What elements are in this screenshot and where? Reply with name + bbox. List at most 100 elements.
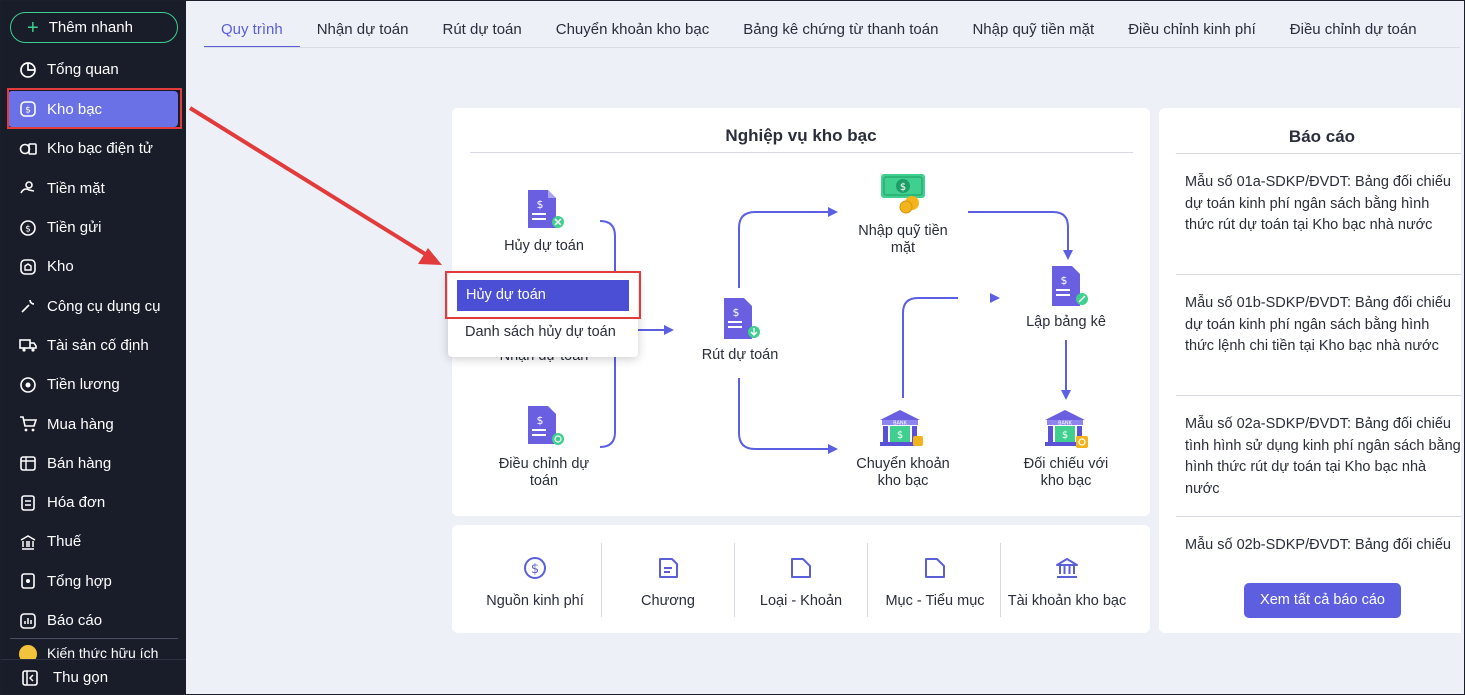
tab-cash-deposit[interactable]: Nhập quỹ tiền mặt bbox=[972, 21, 1095, 38]
sidebar-item-label: Tài sản cố định bbox=[47, 336, 149, 354]
report-item[interactable]: Mẫu số 01b-SDKP/ĐVDT: Bảng đối chiếu dự … bbox=[1185, 295, 1451, 354]
sidebar-item-warehouse[interactable]: Kho bbox=[0, 247, 186, 286]
sidebar-item-cash[interactable]: Tiền mặt bbox=[0, 169, 186, 208]
svg-text:BANK: BANK bbox=[1058, 421, 1073, 427]
svg-text:$: $ bbox=[900, 182, 906, 193]
folder-icon bbox=[791, 558, 811, 578]
tab-payment-voucher-list[interactable]: Bảng kê chứng từ thanh toán bbox=[743, 21, 939, 38]
sidebar-item-fixed-assets[interactable]: Tài sản cố định bbox=[0, 326, 186, 365]
see-all-reports-button[interactable]: Xem tất cả báo cáo bbox=[1244, 583, 1401, 618]
document-cancel-icon: $ bbox=[528, 190, 564, 228]
node-adjust-estimate[interactable]: Điều chỉnh dự toán bbox=[482, 456, 606, 490]
folder-icon bbox=[925, 558, 945, 578]
category-funding-source[interactable]: $ Nguồn kinh phí bbox=[472, 525, 598, 633]
tab-funding-adjustment[interactable]: Điều chỉnh kinh phí bbox=[1128, 21, 1256, 38]
sidebar-item-label: Bán hàng bbox=[47, 454, 112, 472]
category-separator bbox=[867, 543, 868, 617]
svg-text:$: $ bbox=[1061, 274, 1068, 287]
document-icon bbox=[659, 558, 678, 578]
sidebar-item-label: Báo cáo bbox=[47, 612, 103, 629]
document-list-icon: $ bbox=[1052, 266, 1088, 306]
node-create-list[interactable]: Lập bảng kê bbox=[1026, 314, 1106, 330]
sidebar-item-invoice[interactable]: Hóa đơn bbox=[0, 483, 186, 522]
node-treasury-transfer[interactable]: Chuyển khoản kho bạc bbox=[844, 456, 962, 490]
sidebar-item-salary[interactable]: Tiền lương bbox=[0, 365, 186, 404]
sidebar-item-purchase[interactable]: Mua hàng bbox=[0, 404, 186, 443]
svg-text:$: $ bbox=[25, 224, 31, 234]
sidebar-item-label: Công cụ dụng cụ bbox=[47, 297, 161, 315]
node-label-line: Điều chỉnh dự bbox=[498, 456, 590, 472]
report-item[interactable]: Mẫu số 02a-SDKP/ĐVDT: Bảng đối chiếu tìn… bbox=[1185, 416, 1461, 497]
tab-receive-estimate[interactable]: Nhận dự toán bbox=[316, 21, 409, 38]
tab-estimate-adjustment[interactable]: Điều chỉnh dự toán bbox=[1289, 21, 1417, 38]
svg-text:$: $ bbox=[1062, 430, 1068, 441]
menu-item-cancel-estimate[interactable]: Hủy dự toán bbox=[457, 280, 629, 311]
sidebar-nav: Tổng quan $ Kho bạc Kho bạc điện tử Tiền… bbox=[0, 50, 186, 640]
bank-transfer-icon: BANK $ bbox=[880, 410, 923, 446]
sidebar-item-deposit[interactable]: $ Tiền gửi bbox=[0, 208, 186, 247]
node-cash-deposit[interactable]: Nhập quỹ tiền mặt bbox=[844, 223, 962, 257]
category-label: Nguồn kinh phí bbox=[486, 593, 584, 609]
menu-item-cancel-estimate-list[interactable]: Danh sách hủy dự toán bbox=[465, 324, 616, 340]
tools-icon bbox=[21, 299, 35, 313]
sidebar-item-label: Tiền mặt bbox=[47, 179, 105, 197]
truck-icon bbox=[19, 339, 37, 353]
svg-text:$: $ bbox=[897, 430, 903, 441]
tab-bar: Quy trình Nhận dự toán Rút dự toán Chuyể… bbox=[204, 18, 1434, 48]
sidebar-item-knowledge[interactable]: Kiến thức hữu ích bbox=[19, 645, 158, 659]
svg-text:BANK: BANK bbox=[893, 421, 908, 427]
cart-icon bbox=[20, 416, 37, 432]
collapse-icon bbox=[22, 669, 38, 686]
svg-text:$: $ bbox=[537, 198, 544, 211]
sidebar-item-summary[interactable]: Tổng hợp bbox=[0, 562, 186, 601]
sidebar-item-tools[interactable]: Công cụ dụng cụ bbox=[0, 286, 186, 325]
category-label: Chương bbox=[641, 593, 695, 609]
sidebar-item-treasury[interactable]: $ Kho bạc bbox=[8, 91, 178, 128]
summary-icon bbox=[21, 573, 35, 590]
tab-treasury-transfer[interactable]: Chuyển khoản kho bạc bbox=[555, 21, 710, 38]
svg-text:$: $ bbox=[531, 562, 539, 577]
category-type-item[interactable]: Loại - Khoản bbox=[737, 525, 865, 633]
bank-icon bbox=[1056, 558, 1078, 578]
node-label-line: toán bbox=[529, 473, 559, 489]
quick-add-button[interactable]: + Thêm nhanh bbox=[10, 12, 178, 43]
cancel-estimate-menu: Hủy dự toán Danh sách hủy dự toán bbox=[448, 273, 638, 357]
sidebar-item-label: Kho bạc bbox=[47, 100, 103, 118]
svg-text:$: $ bbox=[537, 414, 544, 427]
process-divider bbox=[470, 152, 1133, 153]
report-separator bbox=[1176, 395, 1461, 396]
tab-withdraw-estimate[interactable]: Rút dự toán bbox=[442, 21, 522, 38]
category-label: Tài khoản kho bạc bbox=[1007, 593, 1127, 609]
sidebar-item-tax[interactable]: Thuế bbox=[0, 522, 186, 561]
report-separator bbox=[1176, 274, 1461, 275]
bank-icon bbox=[20, 535, 36, 550]
reports-panel: Báo cáo Mẫu số 01a-SDKP/ĐVDT: Bảng đối c… bbox=[1159, 108, 1461, 633]
document-withdraw-icon: $ bbox=[724, 298, 760, 339]
sidebar-item-overview[interactable]: Tổng quan bbox=[0, 50, 186, 89]
node-withdraw-estimate[interactable]: Rút dự toán bbox=[701, 347, 779, 363]
category-chapter[interactable]: Chương bbox=[604, 525, 732, 633]
warehouse-icon bbox=[20, 259, 36, 275]
sidebar-item-e-treasury[interactable]: Kho bạc điện tử bbox=[0, 129, 186, 168]
node-reconcile-treasury[interactable]: Đối chiếu với kho bạc bbox=[1008, 456, 1124, 490]
category-separator bbox=[601, 543, 602, 617]
collapse-button[interactable]: Thu gọn bbox=[0, 659, 186, 695]
node-label-line: Đối chiếu với bbox=[1023, 456, 1109, 472]
report-item[interactable]: Mẫu số 01a-SDKP/ĐVDT: Bảng đối chiếu dự … bbox=[1185, 174, 1451, 233]
report-separator bbox=[1176, 516, 1461, 517]
cash-hand-icon bbox=[20, 181, 35, 194]
sidebar-item-label: Mua hàng bbox=[47, 415, 114, 433]
category-section-subsection[interactable]: Mục - Tiểu mục bbox=[870, 525, 1000, 633]
flow-arrowheads bbox=[664, 207, 1073, 454]
node-cancel-estimate[interactable]: Hủy dự toán bbox=[504, 238, 584, 254]
category-treasury-account[interactable]: Tài khoản kho bạc bbox=[1002, 525, 1132, 633]
highlight-box-menu-item bbox=[445, 271, 641, 319]
category-label: Mục - Tiểu mục bbox=[885, 593, 985, 609]
category-panel: $ Nguồn kinh phí Chương Loại - Khoản Mục… bbox=[452, 525, 1150, 633]
sidebar-item-sales[interactable]: Bán hàng bbox=[0, 444, 186, 483]
sidebar-divider bbox=[10, 638, 178, 639]
money-exchange-icon bbox=[19, 143, 37, 155]
sidebar-item-reports[interactable]: Báo cáo bbox=[0, 601, 186, 640]
store-icon bbox=[20, 456, 36, 472]
